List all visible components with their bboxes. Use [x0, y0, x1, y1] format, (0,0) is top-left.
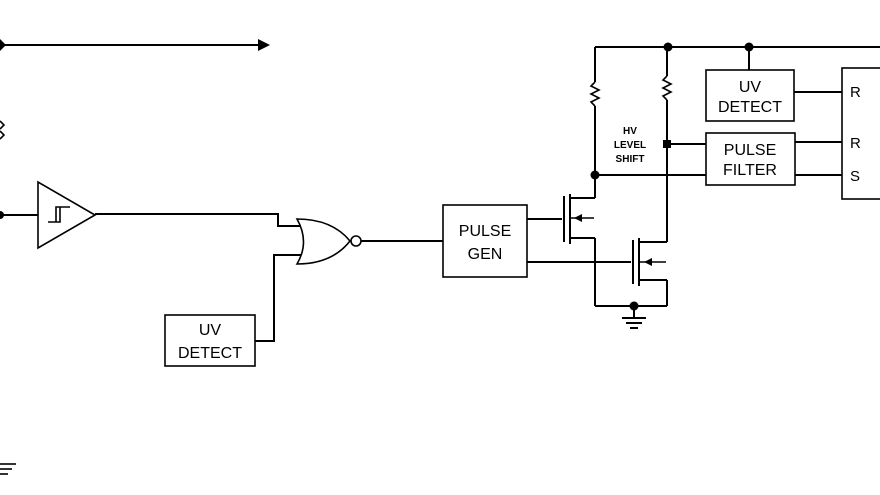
- uv-detect-right-line1: UV: [739, 79, 762, 96]
- rs-latch-block: R R S: [841, 67, 880, 200]
- hysteresis-icon: [48, 206, 70, 223]
- resistor-2: [661, 47, 673, 148]
- uv-detect-to-nor-wire: [255, 254, 301, 342]
- pulse-gen-line1: PULSE: [459, 223, 511, 240]
- bottom-left-ground-fragment: [0, 463, 16, 475]
- input-wire: [0, 211, 38, 219]
- hv-label-line2: LEVEL: [614, 140, 646, 151]
- hv-label-line3: SHIFT: [616, 154, 645, 165]
- pulse-gen-block: PULSE GEN: [442, 204, 528, 278]
- left-edge-symbol: [0, 120, 6, 140]
- nor-gate: [295, 218, 362, 265]
- supply-rail: [595, 42, 880, 70]
- hv-level-shift-label: HV LEVEL SHIFT: [614, 126, 646, 165]
- resistor-1: [589, 47, 601, 180]
- latch-pin-s: S: [850, 168, 860, 185]
- nor-inversion-bubble: [350, 235, 362, 247]
- schmitt-trigger-buffer: [37, 180, 97, 250]
- hv-label-line1: HV: [623, 126, 637, 137]
- buffer-to-nor-wire: [95, 213, 300, 227]
- pulse-filter-line2: FILTER: [723, 162, 777, 179]
- uv-detect-left-line2: DETECT: [178, 345, 242, 362]
- mosfet-2: [632, 144, 668, 306]
- latch-pin-r1: R: [850, 84, 861, 101]
- pulse-gen-line2: GEN: [468, 246, 503, 263]
- uv-detect-right-line2: DETECT: [718, 99, 782, 116]
- mosfet-1: [563, 175, 596, 306]
- ground-symbol: [595, 301, 667, 329]
- top-arrow: [0, 39, 270, 51]
- latch-pin-r2: R: [850, 135, 861, 152]
- pulse-filter-block: PULSE FILTER: [705, 132, 796, 186]
- uv-detect-left-block: UV DETECT: [164, 314, 256, 367]
- uv-detect-left-line1: UV: [199, 322, 222, 339]
- pulse-filter-line1: PULSE: [724, 142, 776, 159]
- uv-detect-right-block: UV DETECT: [705, 69, 795, 122]
